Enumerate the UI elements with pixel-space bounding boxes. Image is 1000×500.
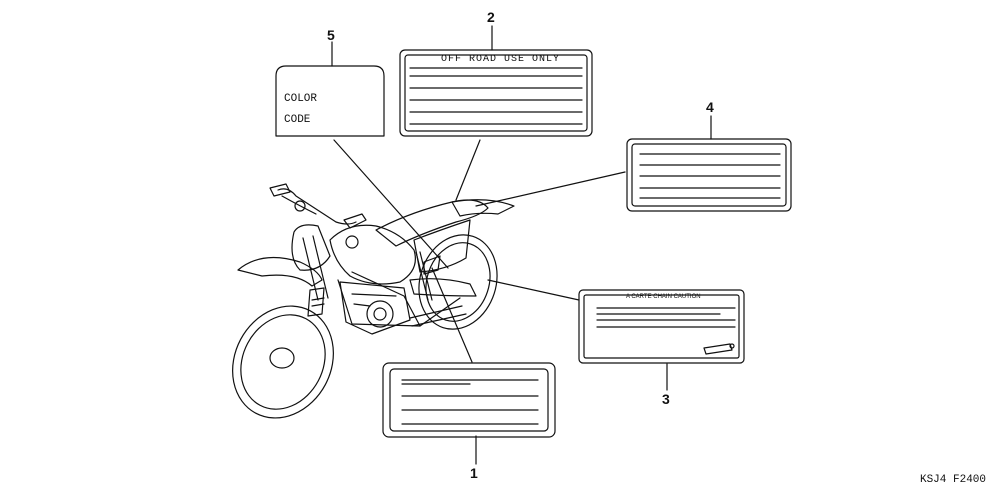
leader-lines — [331, 25, 712, 465]
label-3-plate — [578, 289, 745, 364]
caution-label-text: A CARTE CHAIN CAUTION — [626, 294, 701, 300]
callout-4: 4 — [706, 99, 714, 115]
callout-3: 3 — [662, 391, 670, 407]
label-5-plate — [275, 65, 385, 137]
motorcycle-illustration — [232, 183, 515, 419]
label-2-plate — [399, 49, 593, 137]
callout-5: 5 — [327, 27, 335, 43]
code-label-text: CODE — [284, 114, 311, 126]
label-4-plate — [626, 138, 792, 212]
color-label-text: COLOR — [284, 93, 318, 105]
callout-2: 2 — [487, 9, 495, 25]
callout-1: 1 — [470, 465, 478, 481]
diagram-code: KSJ4 F2400 — [919, 474, 986, 486]
off-road-label-text: OFF ROAD USE ONLY — [441, 54, 561, 65]
label-1-plate — [382, 362, 556, 438]
